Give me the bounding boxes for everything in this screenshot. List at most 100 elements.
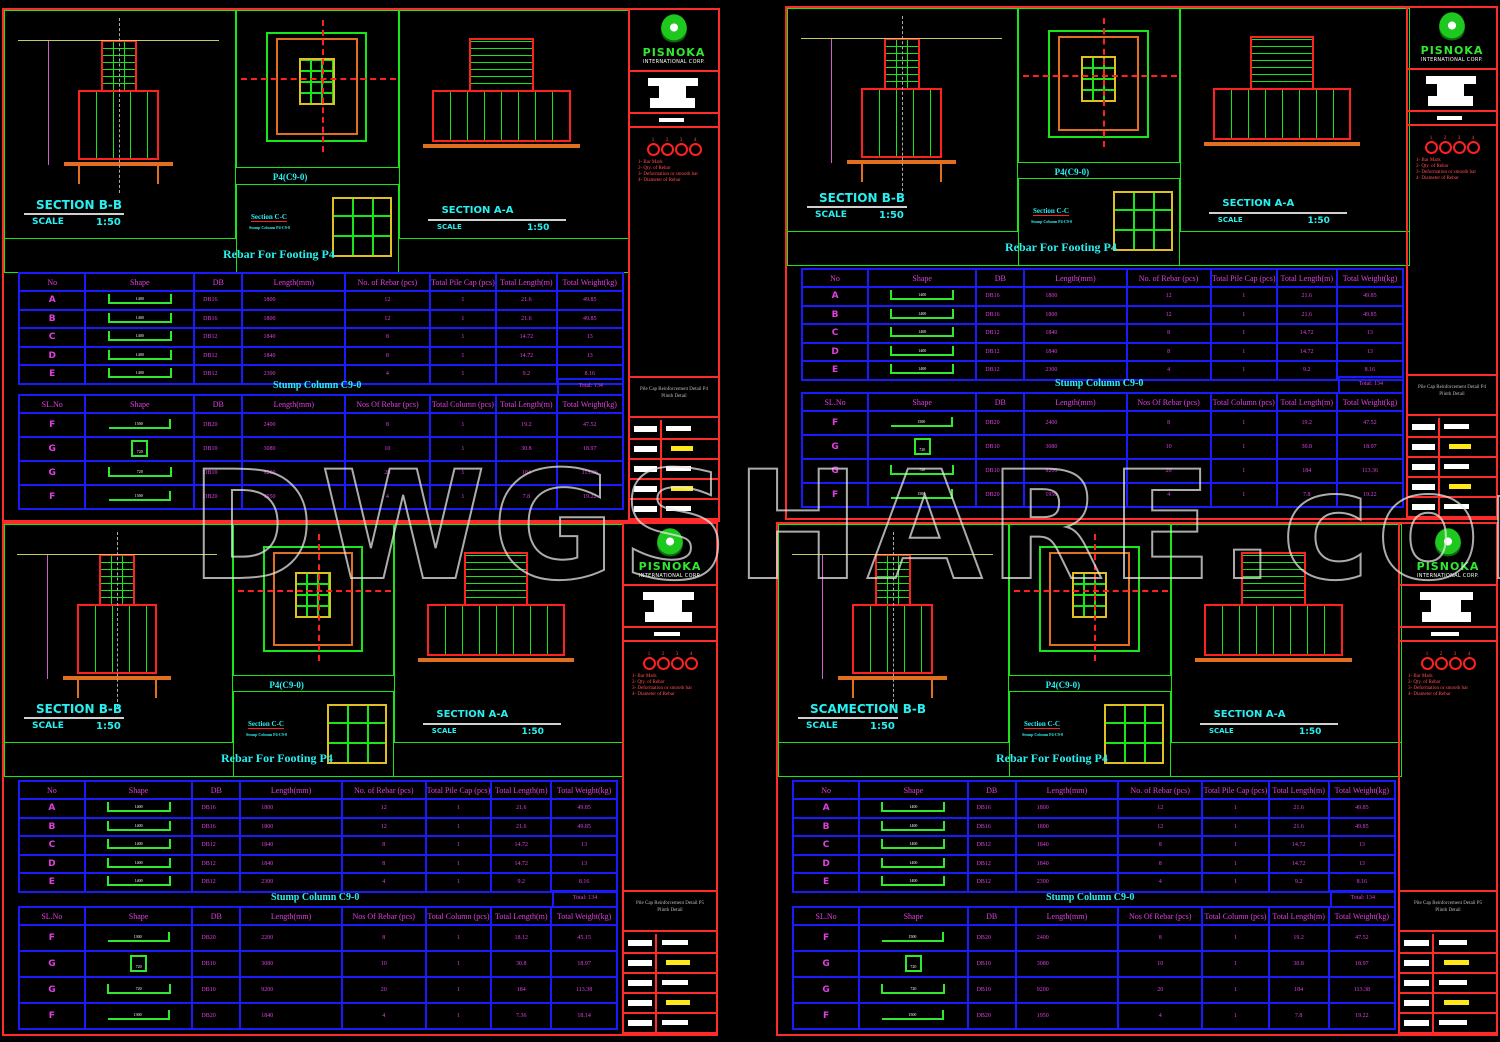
column-header: Length(mm) (241, 272, 347, 292)
total-length: 14.72 (1275, 323, 1338, 344)
bar-quantity: 20 (340, 976, 427, 1004)
legend-marker: 1 (642, 652, 656, 670)
legend-marker: 3 (1452, 136, 1466, 154)
shape-dimension: 1400 (909, 841, 918, 847)
field-placeholder (1444, 464, 1470, 469)
bar-mark: E (791, 872, 861, 893)
shape-dimension: 720 (919, 467, 926, 472)
pile-cap-outline (1213, 88, 1352, 140)
label-placeholder (1436, 116, 1462, 120)
bar-mark: D (791, 853, 861, 874)
field-placeholder (628, 1000, 652, 1006)
section-aa-title: SECTION A-A (1222, 198, 1295, 209)
total-length: 21.6 (1267, 816, 1330, 837)
stump-column-title: Stump Column C9-0 (271, 892, 360, 903)
column-header: Shape (858, 780, 969, 800)
total-length: 21.6 (490, 816, 553, 837)
bar-diameter: DB10 (191, 950, 242, 978)
label-placeholder (1431, 632, 1459, 636)
legend-circle-icon (1466, 141, 1480, 154)
stump-column-title: Stump Column C9-0 (1055, 378, 1144, 389)
shape-cell: 720 (83, 950, 194, 978)
bar-quantity: 10 (1117, 950, 1204, 978)
bar-length: 1840 (1023, 341, 1128, 362)
field-placeholder (1404, 960, 1429, 966)
divider (655, 1014, 658, 1032)
bar-diameter: DB20 (191, 924, 242, 952)
bar-diameter: DB12 (191, 853, 242, 874)
shape-dimension: 1500 (134, 421, 143, 426)
pile-cap-outline (1204, 604, 1343, 656)
bar-mark: A (17, 290, 87, 311)
bar-length: 1800 (1014, 798, 1120, 819)
shape-dimension: 1400 (135, 314, 144, 320)
column-header: Length(mm) (1014, 780, 1120, 800)
legend-item: 2- Qty. of Rebar (1408, 680, 1441, 685)
shape-cell: 1400 (84, 290, 196, 311)
bar-quantity: 12 (340, 798, 427, 819)
centerline (892, 532, 894, 707)
bar-length: 9200 (1014, 976, 1120, 1004)
bar-length: 1840 (239, 853, 343, 874)
shape-cell: 1400 (83, 798, 194, 819)
total-weight: 47.52 (1327, 924, 1397, 952)
field-highlight (666, 1000, 690, 1005)
rebar-shape-icon: 1300 (107, 932, 170, 942)
legend-circle-icon (1452, 141, 1466, 154)
column-header: Total Weight(kg) (550, 906, 618, 926)
label-placeholder (654, 632, 681, 636)
company-logo-icon (1439, 12, 1465, 42)
divider (659, 440, 662, 458)
ground-line (17, 554, 217, 555)
bar-length: 3080 (239, 950, 343, 978)
section-bb-title: SECTION B-B (36, 198, 122, 212)
total-weight: 8.16 (1327, 872, 1397, 893)
title-block-row (1408, 438, 1496, 458)
total-weight: 13 (555, 345, 625, 366)
bar-quantity: 8 (1125, 341, 1212, 362)
bar-quantity: 8 (1117, 853, 1204, 874)
rebar-shape-icon: 1400 (881, 802, 946, 813)
shape-cell: 1300 (83, 1002, 194, 1030)
bar-length: 1800 (241, 308, 347, 329)
company-logo-icon (661, 14, 687, 44)
bar-quantity: 12 (340, 816, 427, 837)
title-block-row (624, 1014, 716, 1034)
shape-dimension: 1400 (909, 822, 918, 828)
pile-cap-plan-mid (1048, 552, 1130, 646)
company-name: PISNOKA (1420, 44, 1484, 57)
total-weight: 18.97 (1327, 950, 1397, 978)
title-block-row (630, 460, 718, 480)
bar-mark: C (18, 835, 86, 856)
column-header: No. of Rebar (pcs) (1125, 268, 1212, 288)
legend-item: 3- Deformation or smooth bar (1408, 686, 1468, 691)
legend-item: 4- Diameter of Rebar (632, 692, 675, 697)
column-header: DB (966, 906, 1017, 926)
rebar-shape-icon: 1400 (106, 839, 171, 850)
rebar-shape-icon: 1400 (107, 331, 172, 342)
legend-marker: 1 (1420, 652, 1434, 670)
field-placeholder (1412, 504, 1435, 510)
scale-value: 1:50 (1307, 216, 1330, 226)
column-header: Total Weight(kg) (1327, 780, 1397, 800)
company-name: PISNOKA (638, 560, 702, 573)
footing-rebar-title: Rebar For Footing P4 (1005, 240, 1117, 254)
scale-value: 1:50 (96, 217, 121, 228)
column-plan (1080, 56, 1117, 103)
bar-mark: B (18, 816, 86, 837)
total-weight: 13 (550, 835, 618, 856)
column-header: SL.No (791, 906, 861, 926)
